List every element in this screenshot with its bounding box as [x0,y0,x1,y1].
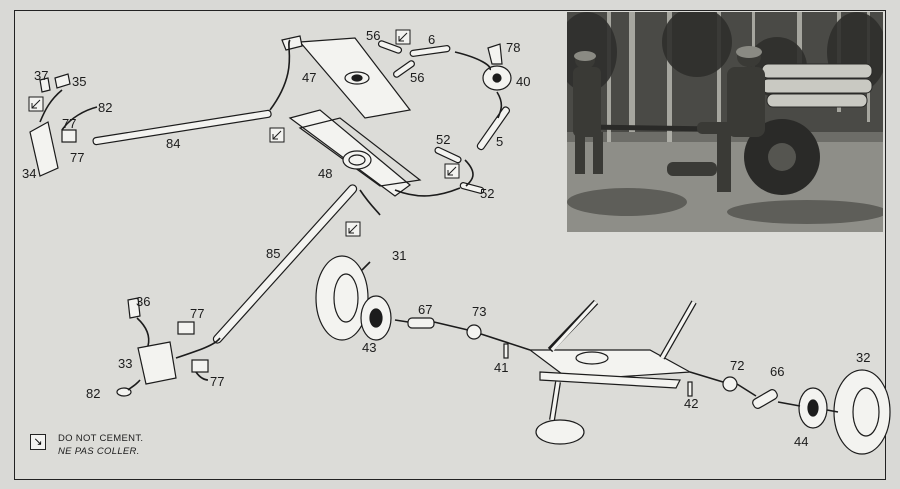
legend: ↘ DO NOT CEMENT. NE PAS COLLER. [30,430,230,464]
part-47-bracket [281,35,303,51]
label-42: 42 [684,396,698,411]
part-5-rod [476,106,511,151]
label-44: 44 [794,434,808,449]
label-36: 36 [136,294,150,309]
part-33 [137,341,177,385]
label-82-b: 82 [86,386,100,401]
part-77-low [191,359,209,373]
legend-text-french: NE PAS COLLER. [58,446,140,457]
label-6: 6 [428,32,435,47]
part-56-a [377,40,403,54]
label-40: 40 [516,74,530,89]
label-41: 41 [494,360,508,375]
label-52-a: 52 [436,132,450,147]
part-52-a [434,146,462,164]
label-82-a: 82 [98,100,112,115]
label-31: 31 [392,248,406,263]
label-56-a: 56 [366,28,380,43]
label-72: 72 [730,358,744,373]
part-6 [409,45,451,57]
carriage-foot [535,419,585,445]
part-72 [722,376,738,392]
label-67: 67 [418,302,432,317]
label-48: 48 [318,166,332,181]
part-42 [687,381,693,397]
part-36 [127,297,141,319]
label-85: 85 [266,246,280,261]
label-33: 33 [118,356,132,371]
label-35: 35 [72,74,86,89]
label-5: 5 [496,134,503,149]
label-66: 66 [770,364,784,379]
part-66 [752,389,778,409]
part-41 [503,343,509,359]
label-37: 37 [34,68,48,83]
arrow-box-icon [28,29,460,237]
photo-illustration [567,12,883,232]
label-47: 47 [302,70,316,85]
reference-photo [567,12,883,232]
label-52-b: 52 [480,186,494,201]
part-77-mid [177,321,195,335]
label-77-d: 77 [210,374,224,389]
label-34: 34 [22,166,36,181]
label-73: 73 [472,304,486,319]
label-78: 78 [506,40,520,55]
legend-text-english: DO NOT CEMENT. [58,433,144,444]
label-84: 84 [166,136,180,151]
part-84-rod [92,109,272,146]
part-73 [466,324,482,340]
part-35 [54,73,71,89]
part-34 [29,121,59,177]
part-number-labels: 47 56 56 6 78 40 5 52 52 48 84 85 37 35 … [22,28,870,449]
label-77-b: 77 [70,150,84,165]
label-77-a: 77 [62,116,76,131]
part-78 [487,43,503,65]
arrow-box-icon: ↘ [30,434,46,450]
label-77-c: 77 [190,306,204,321]
label-43: 43 [362,340,376,355]
part-67 [407,317,435,329]
part-56-b [393,60,415,78]
part-37 [39,77,51,93]
part-82-bottom [116,387,132,397]
part-77-top [61,129,77,143]
label-32: 32 [856,350,870,365]
label-56-b: 56 [410,70,424,85]
